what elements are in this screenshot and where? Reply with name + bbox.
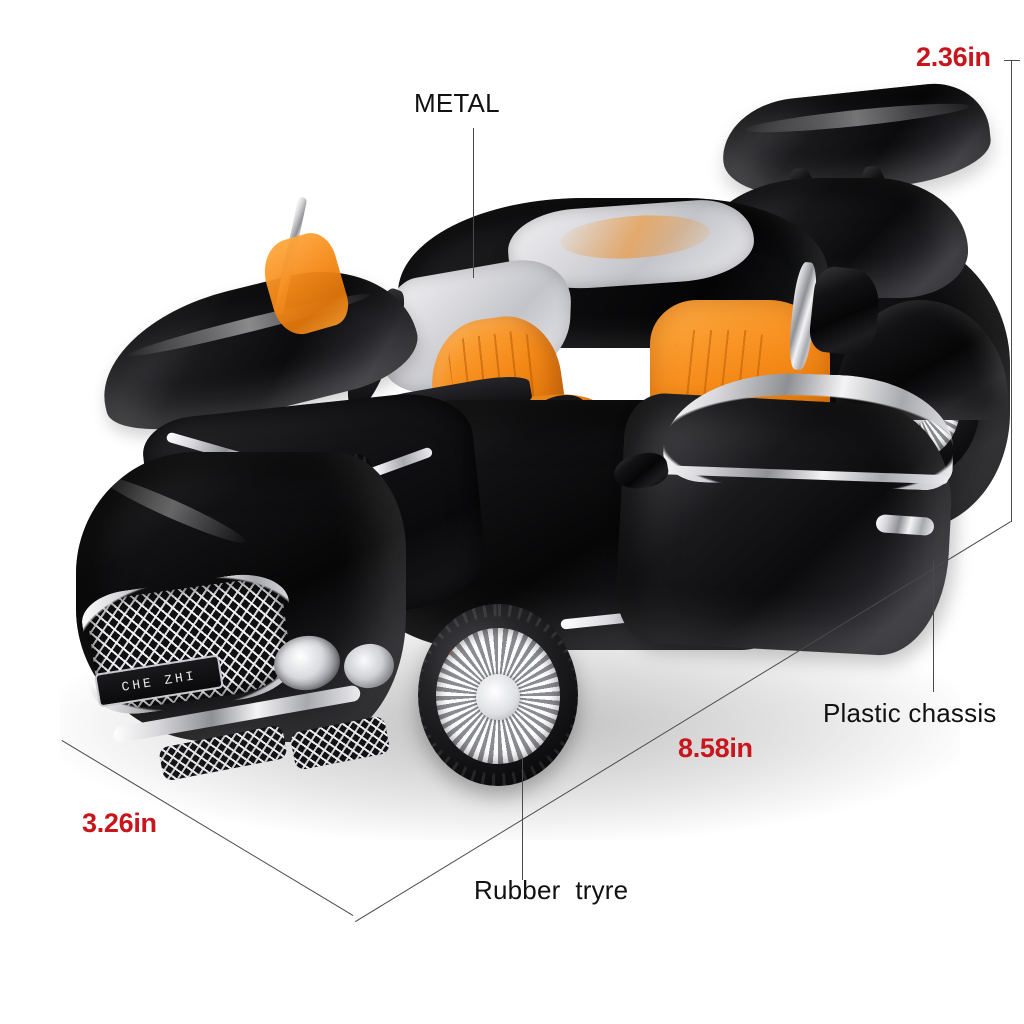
- plastic-chassis-callout-leader: [933, 560, 934, 692]
- width-dimension-label: 3.26in: [82, 808, 157, 838]
- length-dimension-label: 8.58in: [678, 733, 753, 763]
- quarter-window: [807, 264, 883, 358]
- height-dimension-tick-top: [1004, 60, 1020, 61]
- height-dimension-label: 2.36in: [916, 42, 991, 72]
- license-plate-text: CHE ZHI: [120, 667, 198, 695]
- metal-callout-leader: [473, 128, 474, 278]
- rubber-tyre-callout-leader: [522, 758, 523, 880]
- rubber-tyre-callout-label: Rubber tryre: [474, 875, 629, 905]
- metal-callout-label: METAL: [414, 88, 500, 118]
- front-wheel-hub: [476, 674, 520, 720]
- height-dimension-line: [1011, 60, 1012, 522]
- plastic-chassis-callout-label: Plastic chassis: [823, 698, 997, 728]
